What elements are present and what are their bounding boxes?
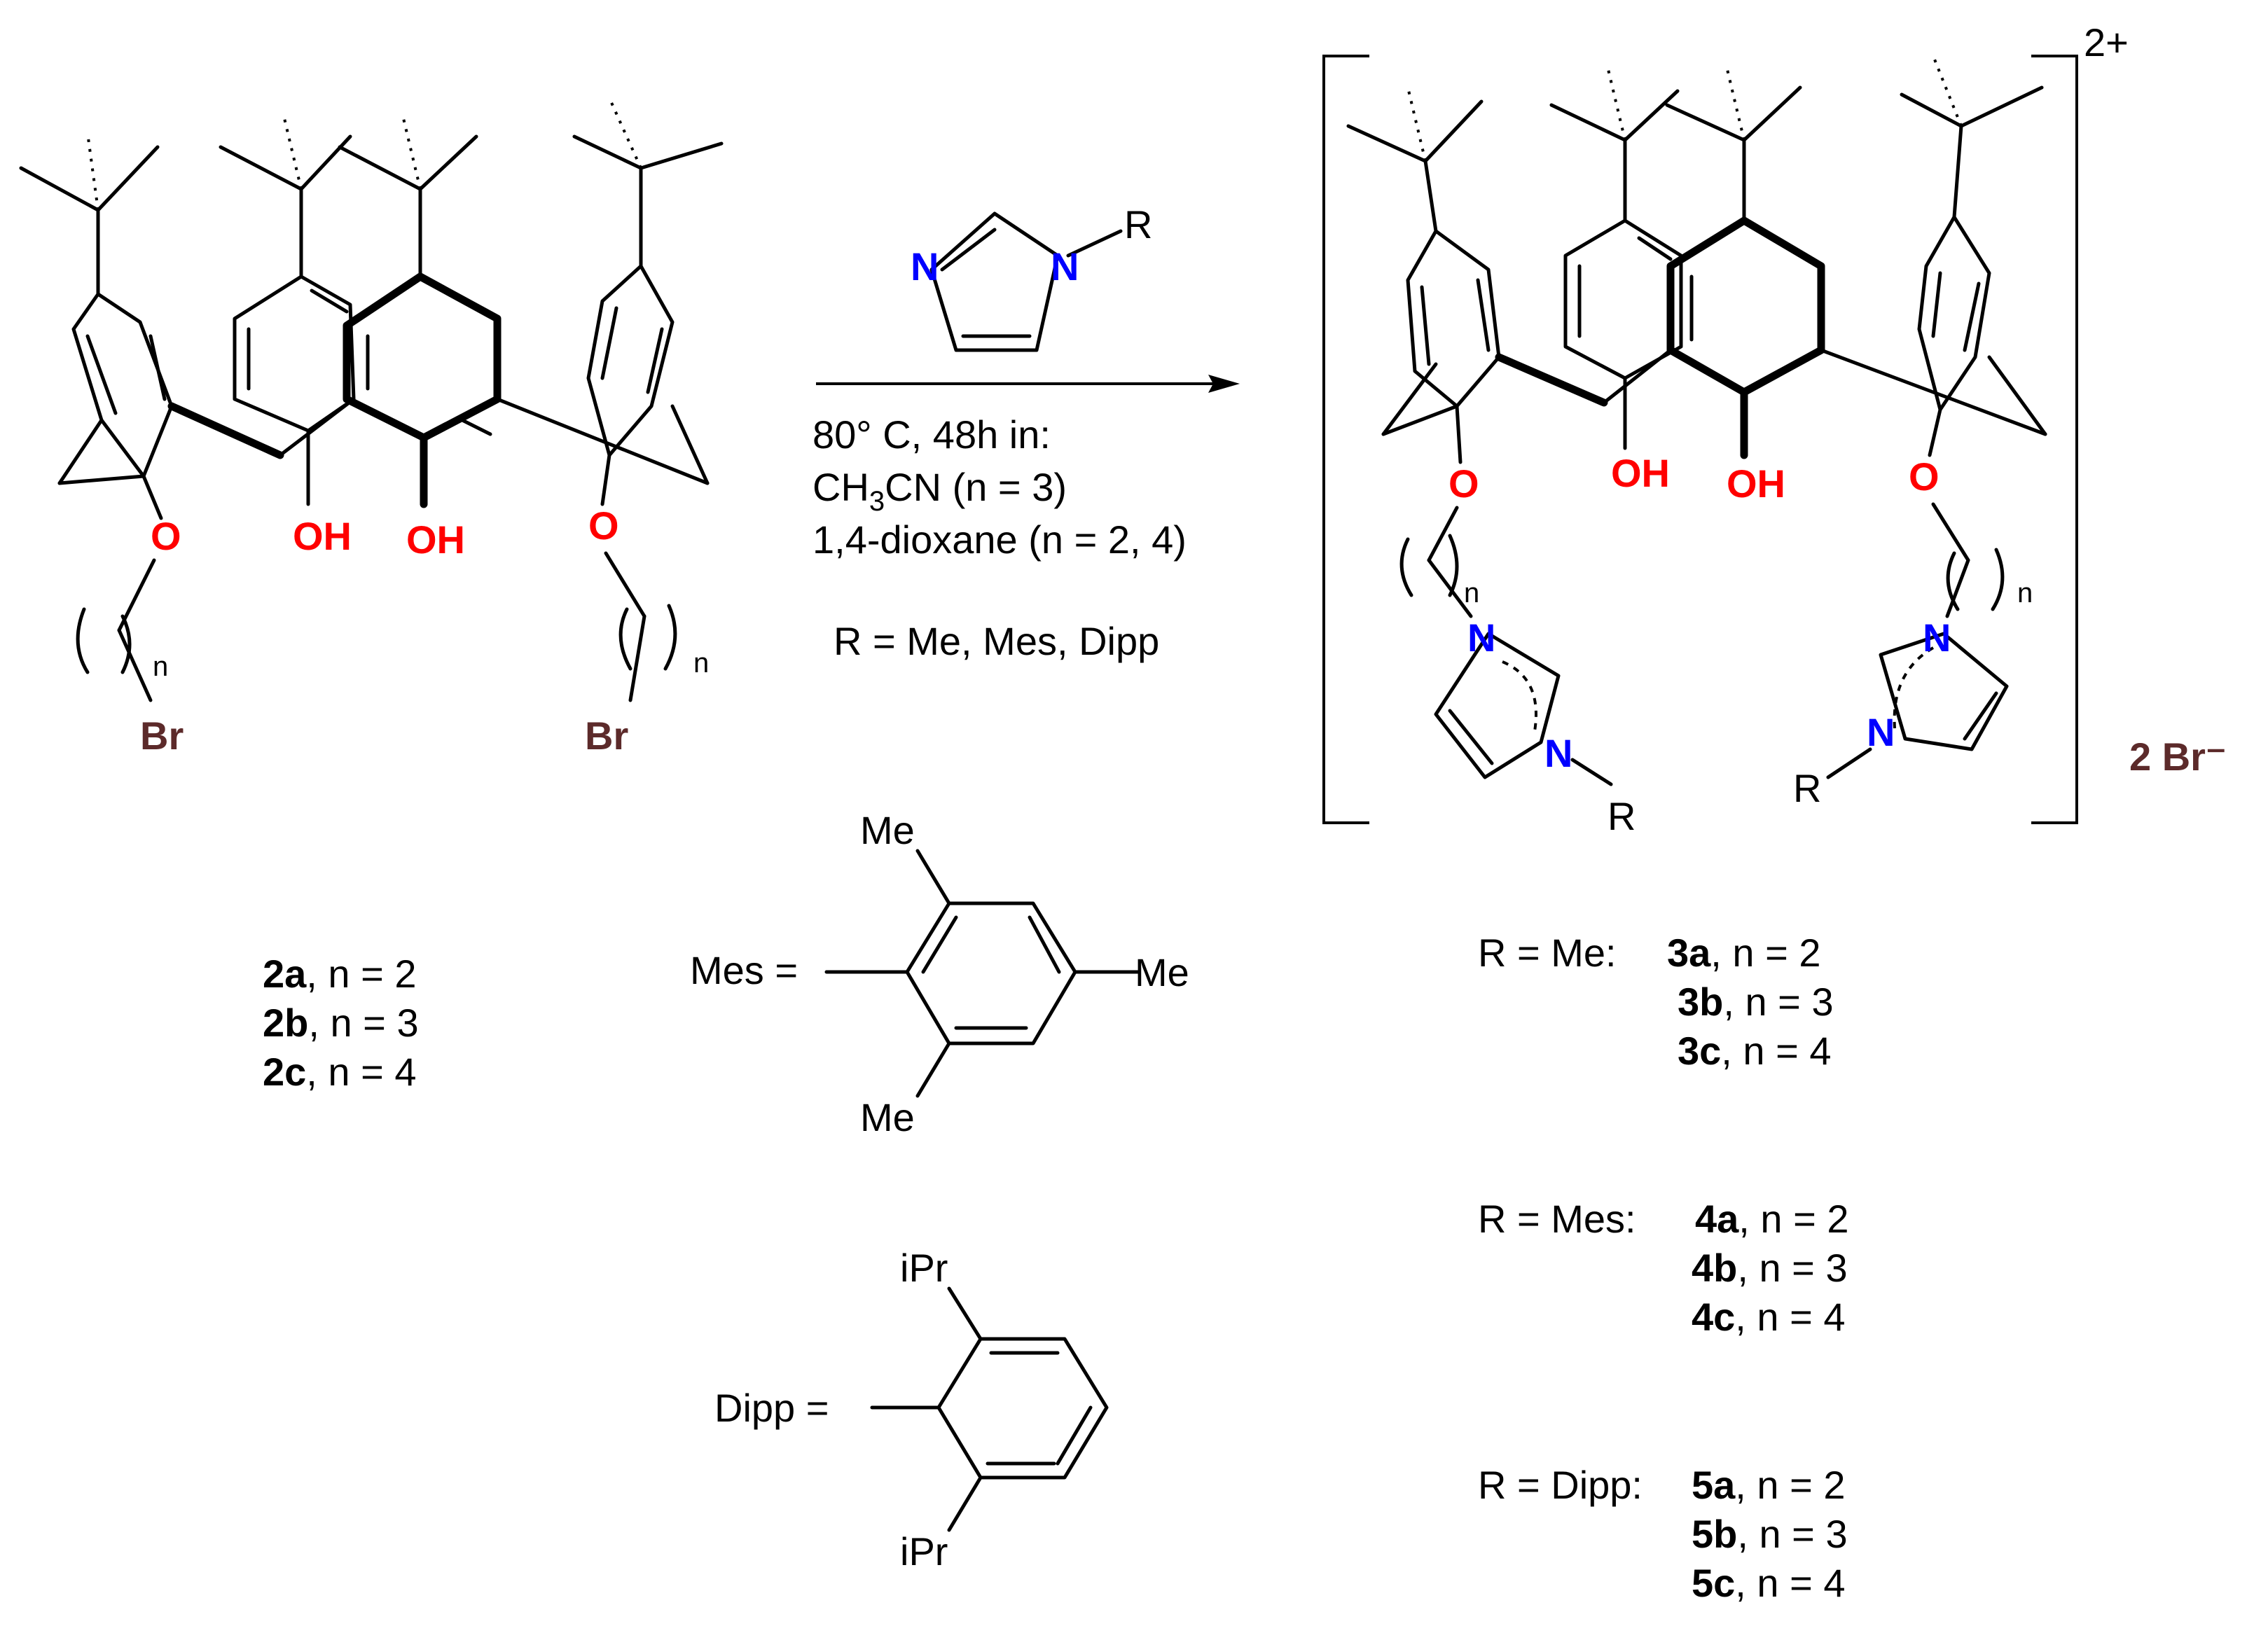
hydroxyl-label: OH bbox=[1611, 451, 1670, 495]
bracket-right bbox=[2031, 55, 2078, 824]
compound-entry: 2b, n = 3 bbox=[263, 1001, 419, 1045]
compound-entry: 4a, n = 2 bbox=[1695, 1197, 1849, 1241]
oxygen-label: O bbox=[1909, 454, 1939, 499]
isopropyl-label: iPr bbox=[900, 1529, 948, 1573]
compound-entry: 3b, n = 3 bbox=[1678, 980, 1834, 1024]
dipp-label: Dipp = bbox=[714, 1386, 829, 1430]
r-group-label: R bbox=[1124, 202, 1152, 246]
tbu-group bbox=[572, 97, 724, 268]
compound-series-prefix: R = Mes: bbox=[1478, 1197, 1636, 1241]
compound-entry: 5a, n = 2 bbox=[1692, 1463, 1846, 1507]
dipp-definition: Dipp = iPr iPr bbox=[714, 1246, 1109, 1573]
compound-entry: 4b, n = 3 bbox=[1692, 1246, 1848, 1290]
repeat-n: n bbox=[693, 648, 709, 679]
compounds-4-list: R = Mes: 4a, n = 2 4b, n = 3 4c, n = 4 bbox=[1478, 1197, 1849, 1339]
mes-definition: Mes = Me Me Me bbox=[690, 808, 1189, 1139]
hydroxyl-label: OH bbox=[293, 514, 352, 558]
compounds-2-list: 2a, n = 2 2b, n = 3 2c, n = 4 bbox=[263, 952, 419, 1094]
compound-entry: 2a, n = 2 bbox=[263, 952, 417, 996]
nitrogen-label: N bbox=[1467, 616, 1495, 660]
tbu-group bbox=[338, 115, 478, 279]
methyl-label: Me bbox=[860, 1095, 915, 1139]
aryl-ring-2 bbox=[233, 275, 356, 433]
reaction-arrow bbox=[816, 375, 1240, 393]
conditions-line-1: 80° C, 48h in: bbox=[813, 412, 1051, 457]
bracket-left bbox=[1322, 55, 1369, 824]
imidazolium-ring: N N R bbox=[1793, 616, 2009, 810]
oxygen-label: O bbox=[588, 503, 619, 548]
repeat-n: n bbox=[2017, 578, 2033, 609]
bromine-label: Br bbox=[585, 714, 628, 758]
aryl-ring-1 bbox=[71, 292, 174, 478]
aryl-ring-4 bbox=[586, 264, 675, 457]
compound-entry: 2c, n = 4 bbox=[263, 1050, 417, 1094]
reaction-conditions: 80° C, 48h in: CH3CN (n = 3) 1,4-dioxane… bbox=[813, 412, 1187, 663]
hydroxyl-label: OH bbox=[1727, 461, 1785, 506]
r-group-label: R bbox=[1793, 766, 1821, 810]
conditions-line-3: 1,4-dioxane (n = 2, 4) bbox=[813, 517, 1187, 562]
tbu-group bbox=[219, 115, 352, 279]
tbu-group bbox=[19, 132, 160, 296]
tbu-group bbox=[1665, 66, 1802, 223]
imidazole-reagent: N N R bbox=[911, 202, 1152, 352]
nitrogen-label: N bbox=[1923, 616, 1951, 660]
compound-entry: 5b, n = 3 bbox=[1692, 1512, 1848, 1556]
compound-series-prefix: R = Dipp: bbox=[1478, 1463, 1643, 1507]
counterion-label: 2 Br⁻ bbox=[2129, 735, 2227, 779]
mes-label: Mes = bbox=[690, 948, 798, 992]
aryl-ring-4 bbox=[1917, 215, 1991, 412]
r-group-label: R bbox=[1607, 794, 1636, 838]
compounds-3-list: R = Me: 3a, n = 2 3b, n = 3 3c, n = 4 bbox=[1478, 931, 1834, 1073]
charge-label: 2+ bbox=[2084, 20, 2129, 64]
starting-calixarene: O OH OH O n Br n Br bbox=[19, 97, 724, 758]
conditions-line-2: CH3CN (n = 3) bbox=[813, 465, 1067, 517]
imidazolium-ring: N N R bbox=[1434, 616, 1636, 838]
nitrogen-label: N bbox=[911, 244, 939, 289]
methyl-label: Me bbox=[860, 808, 915, 852]
tbu-group bbox=[1900, 55, 2044, 219]
compounds-5-list: R = Dipp: 5a, n = 2 5b, n = 3 5c, n = 4 bbox=[1478, 1463, 1848, 1605]
bromine-label: Br bbox=[140, 714, 184, 758]
tbu-group bbox=[1346, 87, 1484, 233]
compound-entry: 3a, n = 2 bbox=[1667, 931, 1821, 975]
hydroxyl-label: OH bbox=[406, 517, 465, 562]
conditions-line-4: R = Me, Mes, Dipp bbox=[834, 619, 1159, 663]
product-calixarene: 2+ 2 Br⁻ bbox=[1322, 20, 2227, 838]
nitrogen-label: N bbox=[1867, 710, 1895, 754]
nitrogen-label: N bbox=[1051, 244, 1079, 289]
repeat-n: n bbox=[153, 651, 168, 682]
repeat-n: n bbox=[1464, 578, 1479, 609]
tbu-group bbox=[1549, 66, 1680, 223]
oxygen-label: O bbox=[1448, 461, 1479, 506]
isopropyl-label: iPr bbox=[900, 1246, 948, 1290]
nitrogen-label: N bbox=[1544, 731, 1572, 775]
compound-entry: 4c, n = 4 bbox=[1692, 1295, 1846, 1339]
oxygen-label: O bbox=[151, 514, 181, 558]
compound-series-prefix: R = Me: bbox=[1478, 931, 1617, 975]
methyl-label: Me bbox=[1135, 950, 1189, 994]
compound-entry: 5c, n = 4 bbox=[1692, 1561, 1846, 1605]
compound-entry: 3c, n = 4 bbox=[1678, 1029, 1832, 1073]
